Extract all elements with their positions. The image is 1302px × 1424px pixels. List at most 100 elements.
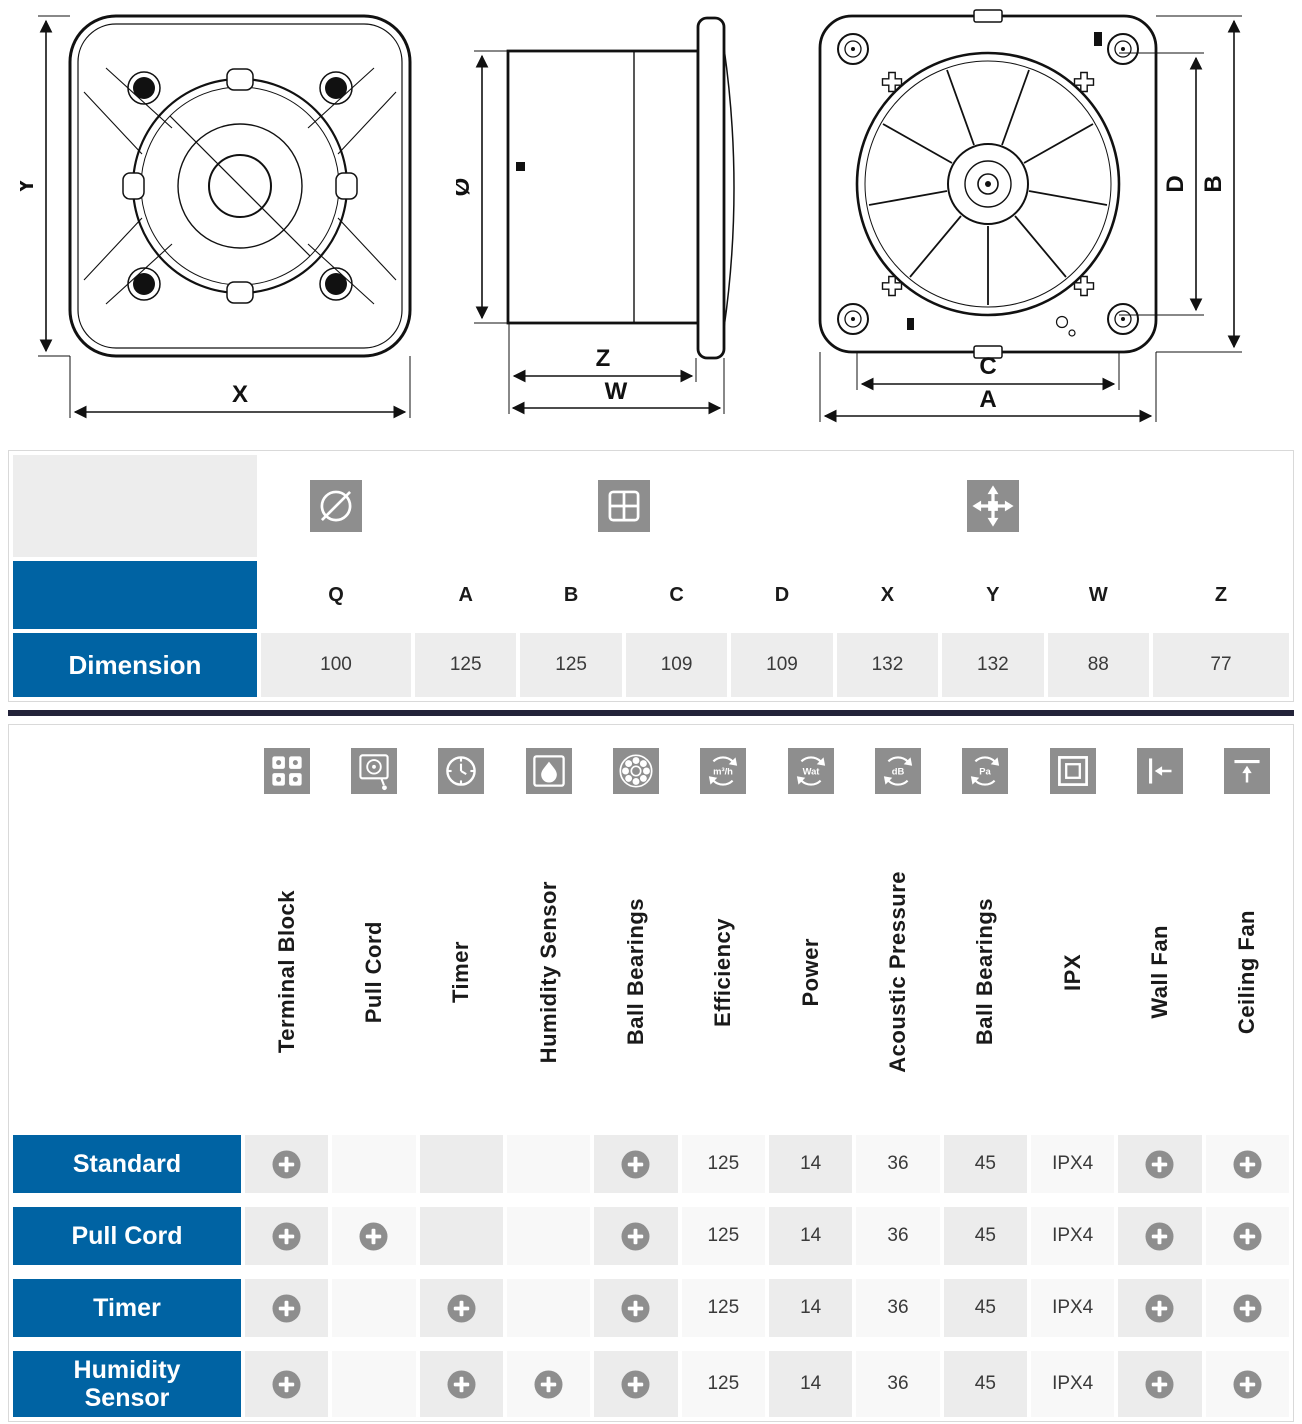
dim-arrow-w <box>511 358 725 415</box>
feature-col-acoustic-pressure: Acoustic Pressure <box>856 817 940 1127</box>
plus-icon <box>447 1369 476 1399</box>
dim-icon-cell-back <box>836 455 1149 557</box>
feature-value-cell: 45 <box>943 1135 1027 1193</box>
feature-col-terminal-block: Terminal Block <box>245 817 329 1127</box>
column-label: Efficiency <box>710 917 736 1027</box>
feature-included-cell <box>245 1207 329 1265</box>
impeller <box>855 51 1121 317</box>
plus-icon <box>534 1369 563 1399</box>
feature-value-cell: 36 <box>856 1207 940 1265</box>
feature-included-cell <box>419 1279 503 1337</box>
feature-icon-cell: Wat <box>769 729 853 813</box>
dim-col-header: W <box>1047 561 1149 629</box>
feature-icon-cell <box>419 729 503 813</box>
dim-col-header: D <box>731 561 833 629</box>
feature-row-label: Standard <box>13 1135 241 1193</box>
plus-icon <box>272 1149 301 1179</box>
feature-included-cell <box>594 1207 678 1265</box>
dim-col-header: Q <box>261 561 411 629</box>
dim-arrow-a <box>819 352 1157 423</box>
grille-notches <box>122 68 358 304</box>
dim-value: 125 <box>415 633 517 697</box>
dim-value: 88 <box>1047 633 1149 697</box>
dim-label-d: D <box>1162 175 1189 192</box>
dim-col-header: Y <box>942 561 1044 629</box>
feature-included-cell <box>1118 1351 1202 1417</box>
plus-icon <box>272 1369 301 1399</box>
feature-value-cell: 45 <box>943 1279 1027 1337</box>
feature-value-cell: IPX4 <box>1031 1279 1115 1337</box>
dim-col-header: B <box>520 561 622 629</box>
front-dimensions-icon <box>597 480 650 532</box>
feature-col-power: Power <box>769 817 853 1127</box>
timer-icon <box>438 748 485 794</box>
feature-icon-cell <box>245 729 329 813</box>
dim-arrow-z <box>508 323 697 414</box>
dim-label-c: C <box>979 353 996 380</box>
feature-row-label: Humidity Sensor <box>13 1351 241 1417</box>
dim-label-x: X <box>232 381 248 408</box>
column-label: Ceiling Fan <box>1234 909 1260 1035</box>
dim-value: 125 <box>520 633 622 697</box>
wall-fan-icon <box>1136 748 1183 794</box>
plus-icon <box>621 1149 651 1179</box>
dim-label-y: Y <box>20 178 39 194</box>
feature-included-cell <box>1205 1207 1289 1265</box>
plus-icon <box>1145 1221 1175 1251</box>
feature-included-cell <box>245 1135 329 1193</box>
feature-empty-cell <box>507 1279 591 1337</box>
feature-included-cell <box>594 1135 678 1193</box>
feature-labels-row: Terminal Block Pull Cord Timer Humidity … <box>13 817 1289 1127</box>
dim-value: 132 <box>836 633 939 697</box>
pressure-icon: Pa <box>962 748 1009 794</box>
feature-icons-row: m³/h Wat dB Pa <box>13 729 1289 813</box>
back-view-drawing: D B C A <box>818 9 1242 423</box>
feature-col-wall-fan: Wall Fan <box>1118 817 1202 1127</box>
acoustic-unit-text: dB <box>892 766 905 777</box>
feature-value-cell: 36 <box>856 1279 940 1337</box>
dim-col-header: C <box>625 561 728 629</box>
dim-icon-cell-diameter <box>261 455 411 557</box>
dim-arrow-y <box>38 15 70 357</box>
feature-icon-cell <box>332 729 416 813</box>
dim-label-diameter: Ø <box>456 178 475 197</box>
feature-value-cell: 125 <box>681 1135 765 1193</box>
feature-col-efficiency: Efficiency <box>681 817 765 1127</box>
ball-bearings-icon <box>612 748 659 794</box>
efficiency-icon: m³/h <box>700 748 747 794</box>
feature-col-ball-bearings-2: Ball Bearings <box>943 817 1027 1127</box>
feature-col-timer: Timer <box>419 817 503 1127</box>
plus-icon <box>1233 1369 1262 1399</box>
feature-value-cell: 125 <box>681 1279 765 1337</box>
feature-value-cell: 14 <box>769 1351 853 1417</box>
column-label: Ball Bearings <box>622 898 648 1046</box>
feature-col-ball-bearings: Ball Bearings <box>594 817 678 1127</box>
dim-label-w: W <box>605 378 628 405</box>
features-table: m³/h Wat dB Pa <box>8 724 1294 1422</box>
acoustic-pressure-icon: dB <box>874 748 921 794</box>
efficiency-unit-text: m³/h <box>713 766 733 777</box>
column-label: Power <box>797 937 823 1007</box>
feature-included-cell <box>1205 1351 1289 1417</box>
dim-value: 109 <box>625 633 728 697</box>
feature-included-cell <box>419 1351 503 1417</box>
dim-value: 77 <box>1153 633 1289 697</box>
feature-empty-cell <box>507 1135 591 1193</box>
feature-empty-cell <box>419 1135 503 1193</box>
column-label: Pull Cord <box>360 920 386 1024</box>
dim-value: 100 <box>261 633 411 697</box>
dim-label-a: A <box>979 386 996 413</box>
front-corner-braces <box>83 67 397 305</box>
dim-col-header: X <box>836 561 939 629</box>
plus-icon <box>1233 1149 1262 1179</box>
feature-value-cell: 45 <box>943 1351 1027 1417</box>
feature-col-humidity-sensor: Humidity Sensor <box>507 817 591 1127</box>
column-label: Ball Bearings <box>972 898 998 1046</box>
side-view-drawing: Ø Z W <box>456 16 735 415</box>
feature-value-cell: IPX4 <box>1031 1135 1115 1193</box>
dim-label-b: B <box>1200 175 1227 192</box>
impeller-blades <box>868 69 1108 305</box>
technical-drawings: Y X <box>8 2 1294 450</box>
